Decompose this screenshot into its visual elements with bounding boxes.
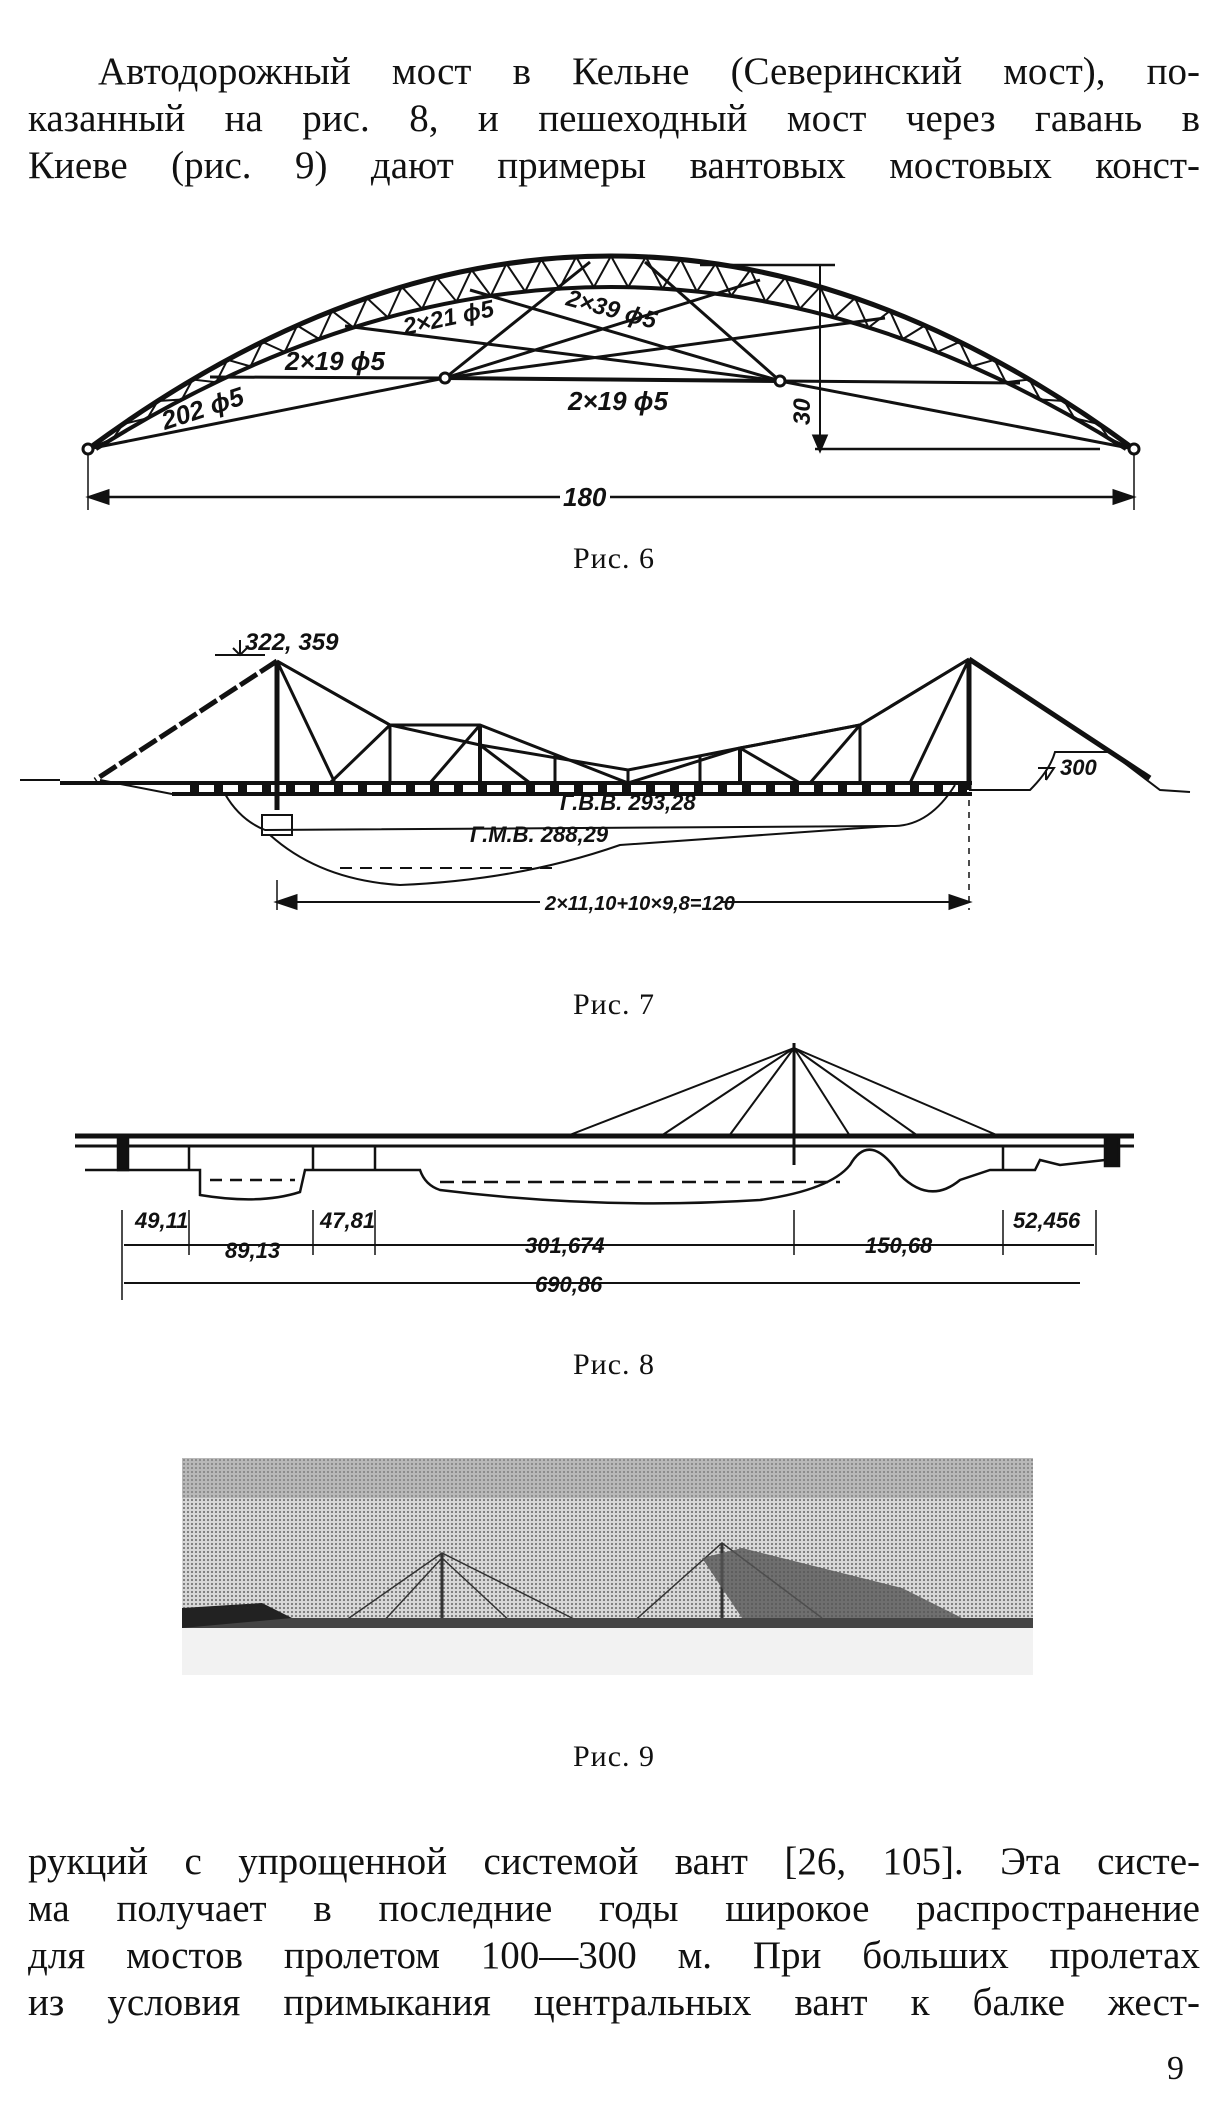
text-line: Автодорожный мост в Кельне (Северинский … [98,50,1200,93]
deck-panel [598,783,607,794]
deck-panel [694,783,703,794]
label-span: 2×11,10+10×9,8=120 [544,893,735,915]
cable [444,260,591,380]
span-label: 150,68 [865,1233,933,1258]
figure-9-caption: Рис. 9 [572,1740,656,1773]
cable [644,260,781,383]
deck-panel [934,783,943,794]
text-line: Киеве (рис. 9) дают примеры вантовых мос… [28,144,1200,187]
deck-panel [382,783,391,794]
deck-panel [550,783,559,794]
label-high-water: Г.В.В. 293,28 [560,790,696,815]
figure-7-suspension-truss-bridge: 322, 359 Г.В.В. 293,28 Г.М.В. 288,29 300… [20,629,1191,915]
span-label: 49,11 [134,1208,188,1233]
label-rise: 30 [789,398,816,425]
deck-panel [670,783,679,794]
deck-panel [478,783,487,794]
cable [444,278,761,380]
deck-panel [718,783,727,794]
label-top-level: 322, 359 [245,629,339,656]
deck-panel [358,783,367,794]
cable [779,379,1021,385]
deck-panel [334,783,343,794]
deck-panel [190,783,199,794]
deck-panel [310,783,319,794]
deck-panel [214,783,223,794]
cable [87,376,446,451]
span-label: 52,456 [1013,1208,1081,1233]
text-line: из условия примыкания центральных вант к… [28,1981,1200,2024]
deck-panel [622,783,631,794]
label-right-level: 300 [1060,755,1097,780]
deck-panel [286,783,295,794]
cable [444,316,886,380]
text-line: казанный на рис. 8, и пешеходный мост че… [28,97,1200,140]
figure-6-arch-diagram: 202 ϕ5 2×19 ϕ5 2×21 ϕ5 2×39 ϕ5 2×19 ϕ5 3… [81,253,1141,512]
text-line: рукций с упрощенной системой вант [26, 1… [28,1840,1200,1883]
cable [344,324,781,383]
label-cable-e: 2×19 ϕ5 [567,386,668,416]
deck-panel [502,783,511,794]
deck-panel [430,783,439,794]
deck-panel [910,783,919,794]
figure-6-caption: Рис. 6 [572,542,656,575]
deck-panel [886,783,895,794]
cable [209,375,446,380]
cable [444,376,781,383]
cable [779,379,1135,451]
deck-panel [406,783,415,794]
cable [469,288,781,383]
total-length-label: 690,86 [535,1272,603,1297]
deck-panel [862,783,871,794]
figure-9-bridge-photo [182,1458,1033,1675]
label-low-water: Г.М.В. 288,29 [470,822,609,847]
deck-panel [454,783,463,794]
deck-panel [742,783,751,794]
paragraph-bottom: рукций с упрощенной системой вант [26, 1… [28,1838,1200,2026]
figure-8-cable-stayed-bridge: 49,11 89,13 47,81 301,674 150,68 52,456 … [75,1043,1134,1300]
deck-panel [238,783,247,794]
deck-panel [814,783,823,794]
text-line: ма получает в последние годы широкое рас… [28,1887,1200,1930]
text-line: для мостов пролетом 100—300 м. При больш… [28,1934,1200,1977]
page-number: 9 [1167,2050,1184,2087]
label-cable-b: 2×19 ϕ5 [284,346,385,376]
deck-panel [574,783,583,794]
label-span: 180 [563,482,607,512]
stay-cables [566,1047,1000,1137]
deck-panel [838,783,847,794]
deck-panel [262,783,271,794]
figure-7-caption: Рис. 7 [572,988,656,1021]
main-cable [276,657,970,772]
span-label: 47,81 [319,1208,375,1233]
arch-inner [94,285,1128,451]
deck-panel [790,783,799,794]
arch-truss-web [87,253,1135,450]
deck-panel [646,783,655,794]
deck-panel [526,783,535,794]
figure-8-caption: Рис. 8 [572,1348,656,1381]
deck-panel [766,783,775,794]
span-label: 301,674 [525,1233,605,1258]
paragraph-top: Автодорожный мост в Кельне (Северинский … [28,48,1200,189]
deck-panel [958,783,967,794]
span-label: 89,13 [225,1238,280,1263]
